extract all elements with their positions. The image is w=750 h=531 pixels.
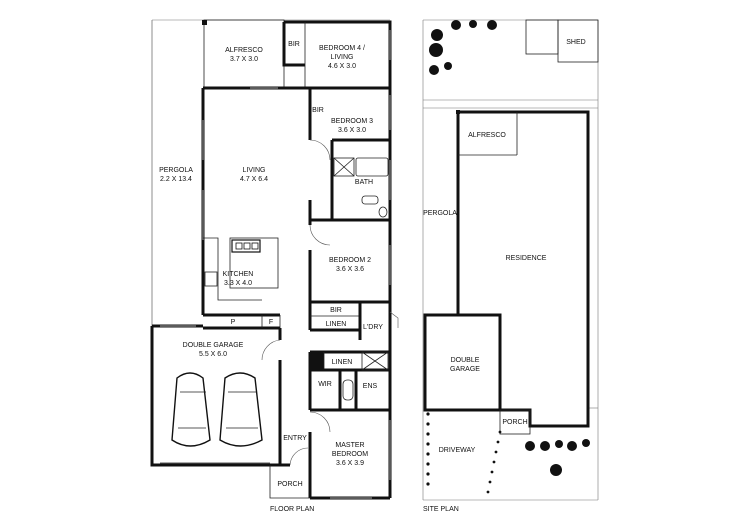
- cooktop-burner: [235, 242, 243, 250]
- room-fridge: F: [269, 319, 273, 326]
- car-icon: [171, 372, 211, 447]
- room-alfresco-dims: 3.7 X 3.0: [230, 56, 258, 63]
- room-entry: ENTRY: [283, 435, 307, 442]
- room-pergola-dims: 2.2 X 13.4: [160, 176, 192, 183]
- room-kitchen-dims: 3.3 X 4.0: [224, 280, 252, 287]
- room-pergola-name: PERGOLA: [159, 167, 193, 174]
- site-plan-caption: SITE PLAN: [423, 506, 459, 513]
- room-master-name2: BEDROOM: [332, 451, 368, 458]
- floor-plan-caption: FLOOR PLAN: [270, 506, 314, 513]
- room-kitchen-name: KITCHEN: [223, 271, 254, 278]
- basin: [342, 379, 354, 401]
- room-bedroom4-name2: LIVING: [331, 54, 354, 61]
- room-linen-upper: LINEN: [326, 321, 347, 328]
- cooktop-burner: [243, 242, 251, 250]
- post: [202, 20, 207, 25]
- shed: [557, 19, 599, 63]
- exterior-wall: [284, 20, 392, 498]
- floor-plan: ALFRESCO 3.7 X 3.0 BIR BEDROOM 4 / LIVIN…: [150, 19, 399, 513]
- room-living-name: LIVING: [243, 167, 266, 174]
- sink: [204, 271, 218, 287]
- room-master-dims: 3.6 X 3.9: [336, 460, 364, 467]
- tree-icon: [525, 439, 590, 476]
- post: [456, 110, 460, 114]
- kitchen-bench: [203, 237, 262, 301]
- porch-outline: [499, 409, 531, 435]
- door-swing: [309, 139, 331, 161]
- shower: [361, 351, 389, 371]
- room-master-name: MASTER: [335, 442, 364, 449]
- shower: [333, 157, 355, 177]
- shed-outline: [525, 19, 559, 55]
- room-bir-top: BIR: [288, 41, 300, 48]
- door-swing: [309, 224, 331, 246]
- garage-outline: [423, 313, 502, 412]
- room-bir-bed2: BIR: [330, 307, 342, 314]
- room-ens: ENS: [363, 383, 378, 390]
- room-bedroom3-dims: 3.6 X 3.0: [338, 127, 366, 134]
- room-porch: PORCH: [277, 481, 302, 488]
- residence-outline: [456, 110, 590, 428]
- room-bedroom2-dims: 3.6 X 3.6: [336, 266, 364, 273]
- tree-icon: [429, 20, 497, 75]
- door-swing: [261, 339, 281, 361]
- door: [389, 311, 399, 328]
- site-porch-label: PORCH: [502, 419, 527, 426]
- site-garage-label-1: DOUBLE: [451, 357, 480, 364]
- door-swing: [289, 447, 309, 466]
- room-bedroom4-dims: 4.6 X 3.0: [328, 63, 356, 70]
- site-garage-label-2: GARAGE: [450, 366, 480, 373]
- site-residence-label: RESIDENCE: [506, 255, 547, 262]
- room-pantry: P: [231, 319, 236, 326]
- cooktop-burner: [251, 242, 259, 250]
- room-alfresco-name: ALFRESCO: [225, 47, 263, 54]
- site-shed-label: SHED: [566, 39, 585, 46]
- column: [310, 352, 324, 370]
- exterior-wall: [150, 326, 280, 467]
- shower: [361, 351, 389, 371]
- room-bir-bed3: BIR: [312, 107, 324, 114]
- room-laundry: L'DRY: [363, 324, 383, 331]
- site-plan: SHED ALFRESCO PERGOLA RESIDENCE DOUBLE G…: [422, 19, 599, 513]
- room-bedroom3-name: BEDROOM 3: [331, 118, 373, 125]
- porch-outline: [269, 465, 310, 499]
- site-driveway-label: DRIVEWAY: [439, 447, 476, 454]
- room-bedroom4-name: BEDROOM 4 /: [319, 45, 365, 52]
- room-wir: WIR: [318, 381, 332, 388]
- shower: [333, 157, 355, 177]
- garden-edging: [426, 412, 502, 494]
- door-swing: [309, 411, 331, 433]
- kitchen-island: [229, 237, 279, 289]
- bathtub: [355, 157, 389, 177]
- wall: [282, 22, 305, 67]
- toilet: [378, 206, 388, 218]
- room-living-dims: 4.7 X 6.4: [240, 176, 268, 183]
- room-garage-dims: 5.5 X 6.0: [199, 351, 227, 358]
- car-icon: [219, 372, 263, 447]
- room-bath: BATH: [355, 179, 373, 186]
- alfresco-slab: [203, 19, 285, 89]
- site-pergola-label: PERGOLA: [423, 210, 457, 217]
- site-alfresco-label: ALFRESCO: [468, 132, 506, 139]
- room-linen-lower: LINEN: [332, 359, 353, 366]
- basin: [361, 195, 379, 205]
- room-garage-name: DOUBLE GARAGE: [183, 342, 244, 349]
- room-bedroom2-name: BEDROOM 2: [329, 257, 371, 264]
